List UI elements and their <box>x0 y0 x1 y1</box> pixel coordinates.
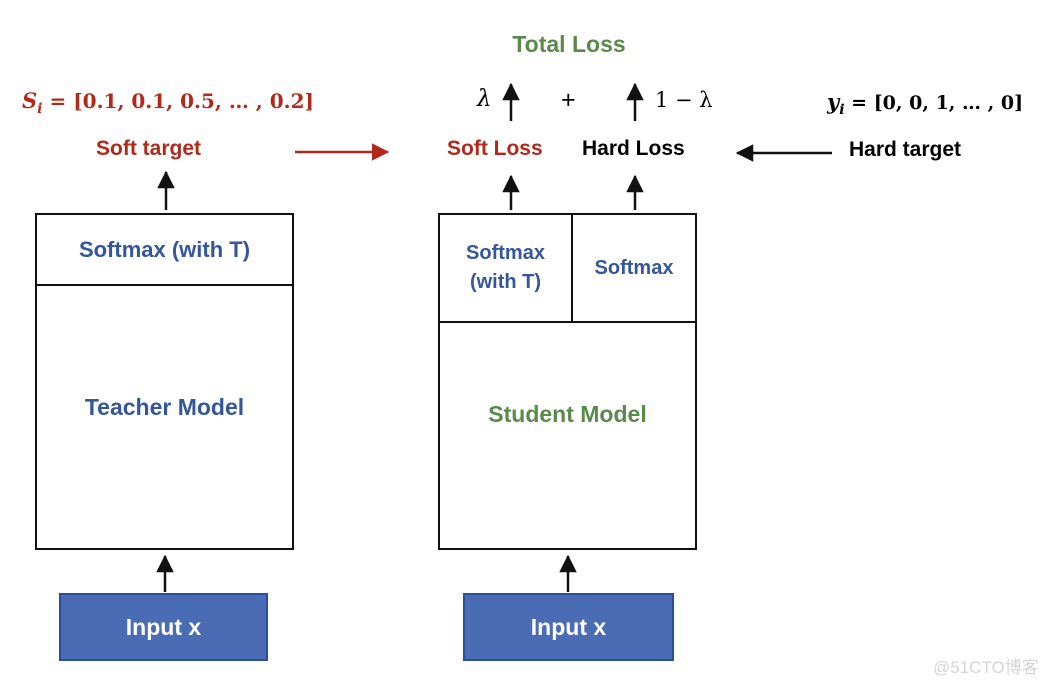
teacher-input-box: Input x <box>59 593 268 661</box>
soft-target-formula-rhs: = [0.1, 0.1, 0.5, … , 0.2] <box>49 89 314 113</box>
hard-loss-label: Hard Loss <box>582 137 685 160</box>
soft-target-label: Soft target <box>96 137 201 160</box>
teacher-model-box: Softmax (with T) Teacher Model <box>35 213 294 550</box>
student-softmax-cell: Softmax <box>594 256 674 279</box>
total-loss-label: Total Loss <box>512 31 626 57</box>
plus-sign: + <box>561 86 576 114</box>
hard-target-label: Hard target <box>849 138 962 161</box>
student-softmaxT-line1: Softmax <box>466 242 545 264</box>
student-model-box: Softmax (with T) Softmax Student Model <box>438 213 697 550</box>
one-minus-lambda-label: 1 − λ <box>655 88 713 112</box>
soft-loss-label: Soft Loss <box>447 137 543 160</box>
student-softmaxT-line2: (with T) <box>469 271 542 293</box>
hard-target-formula-sub: i <box>839 101 845 118</box>
teacher-softmax-cell: Softmax (with T) <box>37 215 292 286</box>
student-model-label: Student Model <box>488 401 647 427</box>
teacher-model-label: Teacher Model <box>84 394 245 420</box>
lambda-weight-label: λ <box>477 86 492 112</box>
hard-target-formula: yi = [0, 0, 1, … , 0] <box>827 89 1023 118</box>
student-input-box: Input x <box>463 593 674 661</box>
hard-target-formula-rhs: = [0, 0, 1, … , 0] <box>851 92 1024 114</box>
watermark: @51CTO博客 <box>933 658 1039 677</box>
hard-target-formula-var: y <box>827 89 840 114</box>
soft-target-formula-sub: i <box>37 101 43 117</box>
soft-target-formula-var: S <box>22 88 38 113</box>
student-softmaxT-cell: Softmax (with T) <box>440 215 573 321</box>
soft-target-formula: Si = [0.1, 0.1, 0.5, … , 0.2] <box>22 88 314 117</box>
